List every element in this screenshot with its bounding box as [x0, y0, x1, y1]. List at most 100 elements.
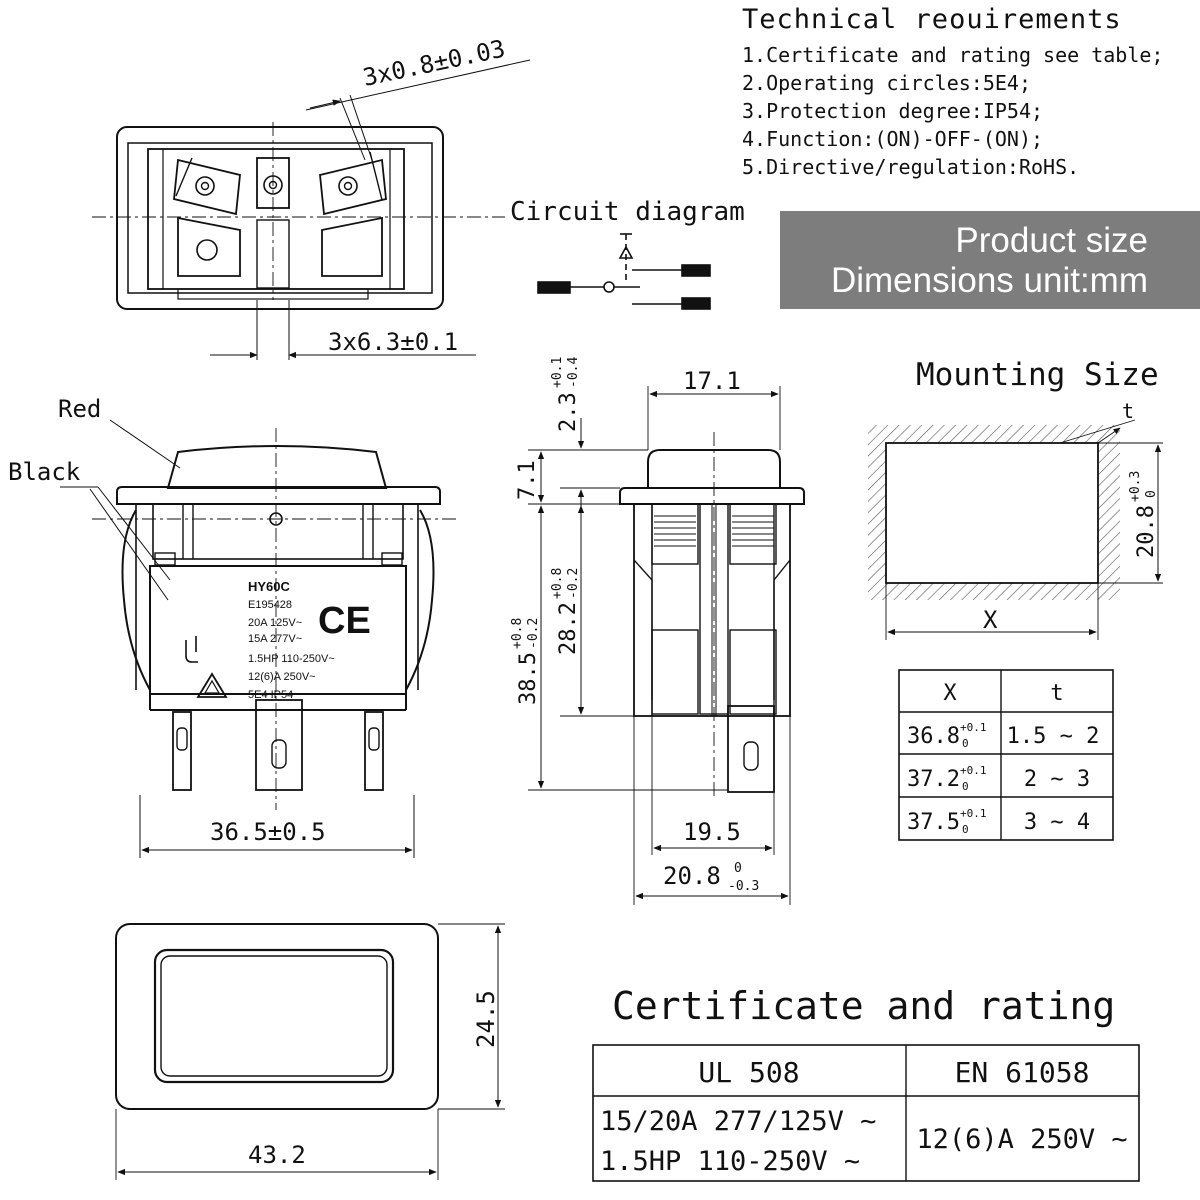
- certificate-header-ul: UL 508: [698, 1056, 799, 1089]
- ce-mark: CE: [318, 600, 371, 642]
- front-view-spring-right: [405, 509, 435, 691]
- circuit-common-terminal: [537, 281, 571, 294]
- front-view-rocker: [166, 445, 388, 489]
- mounting-dim-height-tol-upper: +0.3: [1128, 471, 1143, 502]
- row-x-value: 37.5: [907, 810, 960, 835]
- row-t-value: 2 ~ 3: [1024, 767, 1090, 792]
- marking-rating-3: 1.5HP 110-250V~: [248, 653, 335, 665]
- switch-marking: HY60C E195428 20A 125V~ 15A 277V~ 1.5HP …: [248, 579, 371, 701]
- marking-rating-1: 20A 125V~: [248, 617, 302, 629]
- technical-requirements: Technical reouirements 1.Certificate and…: [742, 4, 1200, 181]
- side-view-terminal: [727, 705, 775, 793]
- circuit-output-terminal-1: [681, 264, 711, 277]
- bottom-view-rocker-inner: [160, 955, 388, 1077]
- marking-rating-2: 15A 277V~: [248, 633, 302, 645]
- dim-bottom-height: 24.5: [472, 990, 500, 1048]
- dim-inner-width: 19.5: [683, 818, 741, 846]
- dim-outer-width-tol-lower: -0.3: [728, 879, 759, 894]
- mounting-table-row: 37.2 +0.1 0 2 ~ 3: [907, 764, 1090, 793]
- row-x-tol-upper: +0.1: [960, 721, 987, 734]
- mounting-cutout: [868, 419, 1163, 640]
- row-x-tol-lower: 0: [962, 737, 969, 750]
- requirement-item: 2.Operating circles:5E4;: [742, 71, 1031, 95]
- marking-rating-4: 12(6)A 250V~: [248, 671, 316, 683]
- banner-line-product-size: Product size: [955, 221, 1148, 260]
- row-t-value: 1.5 ~ 2: [1007, 724, 1100, 749]
- label-red: Red: [58, 395, 101, 423]
- marking-file-no: E195428: [248, 599, 292, 611]
- dim-front-width: 36.5±0.5: [210, 818, 326, 846]
- dim-total-tol-lower: -0.2: [526, 618, 541, 649]
- row-x-tol-upper: +0.1: [960, 807, 987, 820]
- mounting-table: X t 36.8 +0.1 0 1.5 ~ 2 37.2 +0.1 0 2 ~ …: [898, 669, 1114, 841]
- mounting-dim-height-tol-lower: 0: [1144, 490, 1159, 498]
- dim-actuator: 7.1: [515, 460, 540, 500]
- row-x-tol-lower: 0: [962, 823, 969, 836]
- requirement-item: 5.Directive/regulation:RoHS.: [742, 155, 1080, 179]
- row-x-tol-lower: 0: [962, 780, 969, 793]
- dim-body-tol-lower: -0.2: [566, 568, 581, 599]
- front-view-terminal-center: [255, 699, 303, 791]
- front-view-spring-left: [121, 509, 151, 691]
- dim-total: 38.5: [516, 652, 541, 705]
- certificate-header-en: EN 61058: [955, 1056, 1090, 1089]
- bottom-view-rocker-outer: [153, 948, 395, 1084]
- front-view-terminal-right: [364, 711, 384, 791]
- dim-body: 28.2: [556, 602, 581, 655]
- dim-outer-width: 20.8: [663, 862, 721, 890]
- side-view-flange: [619, 487, 805, 505]
- dim-total-label: 38.5 +0.8 -0.2: [510, 618, 541, 705]
- row-x-value: 36.8: [907, 724, 960, 749]
- mounting-label-t: t: [1122, 399, 1134, 423]
- mounting-table-header-x: X: [943, 681, 957, 706]
- front-view: [60, 419, 460, 858]
- top-view-inner-frame: [127, 142, 433, 294]
- banner-line-dimensions-unit: Dimensions unit:mm: [830, 261, 1148, 300]
- certificate-table: UL 508 EN 61058 15/20A 277/125V ~ 1.5HP …: [592, 1044, 1140, 1182]
- dim-terminal-thickness: 3x0.8±0.03: [360, 34, 507, 91]
- mounting-label-x: X: [983, 606, 998, 634]
- dim-rocker-height-label: 2.3 +0.1 -0.4: [550, 357, 581, 432]
- dim-rocker-height-tol-upper: +0.1: [550, 357, 565, 388]
- dim-outer-width-tol-upper: 0: [734, 861, 742, 876]
- circuit-diagram-title: Circuit diagram: [510, 197, 745, 227]
- dim-rocker-height: 2.3: [556, 392, 581, 432]
- dim-body-label: 28.2 +0.8 -0.2: [550, 568, 581, 655]
- marking-rating-5: 5E4 IP54: [248, 689, 293, 701]
- front-view-terminal-left: [172, 711, 192, 791]
- dim-outer-width-label: 20.8 0 -0.3: [663, 861, 759, 894]
- dim-rocker-height-tol-lower: -0.4: [566, 357, 581, 388]
- dim-total-tol-upper: +0.8: [510, 618, 525, 649]
- mounting-size-title: Mounting Size: [916, 357, 1159, 393]
- mounting-table-header-t: t: [1050, 681, 1063, 706]
- mounting-table-row: 37.5 +0.1 0 3 ~ 4: [907, 807, 1090, 836]
- technical-requirements-title: Technical reouirements: [742, 4, 1122, 35]
- bottom-view-bezel: [115, 923, 439, 1110]
- top-view-terminal-right: [319, 158, 387, 216]
- circuit-diagram: [537, 233, 711, 310]
- mounting-table-row: 36.8 +0.1 0 1.5 ~ 2: [907, 721, 1099, 750]
- requirement-item: 1.Certificate and rating see table;: [742, 43, 1164, 67]
- mounting-height-label: 20.8 +0.3 0: [1128, 471, 1159, 558]
- marking-model: HY60C: [248, 579, 291, 594]
- certificate-en-rating: 12(6)A 250V ~: [916, 1124, 1127, 1155]
- top-view-bezel: [116, 126, 444, 310]
- circuit-actuator-symbol: [618, 245, 634, 259]
- dim-top-width: 17.1: [683, 367, 741, 395]
- dim-terminal-width: 3x6.3±0.1: [328, 328, 458, 356]
- bottom-view: [115, 923, 505, 1180]
- top-view-terminal-left: [173, 158, 241, 216]
- front-view-flange: [116, 486, 441, 505]
- certificate-ul-rating-2: 1.5HP 110-250V ~: [600, 1146, 860, 1177]
- requirement-item: 4.Function:(ON)-OFF-(ON);: [742, 127, 1044, 151]
- front-view-label-body: [149, 565, 407, 695]
- mounting-dim-height: 20.8: [1134, 505, 1159, 558]
- product-size-banner: Product size Dimensions unit:mm: [780, 211, 1200, 309]
- side-view: [528, 386, 805, 905]
- requirement-item: 3.Protection degree:IP54;: [742, 99, 1044, 123]
- dim-body-tol-upper: +0.8: [550, 568, 565, 599]
- certificate-ul-rating-1: 15/20A 277/125V ~: [600, 1106, 876, 1137]
- row-x-tol-upper: +0.1: [960, 764, 987, 777]
